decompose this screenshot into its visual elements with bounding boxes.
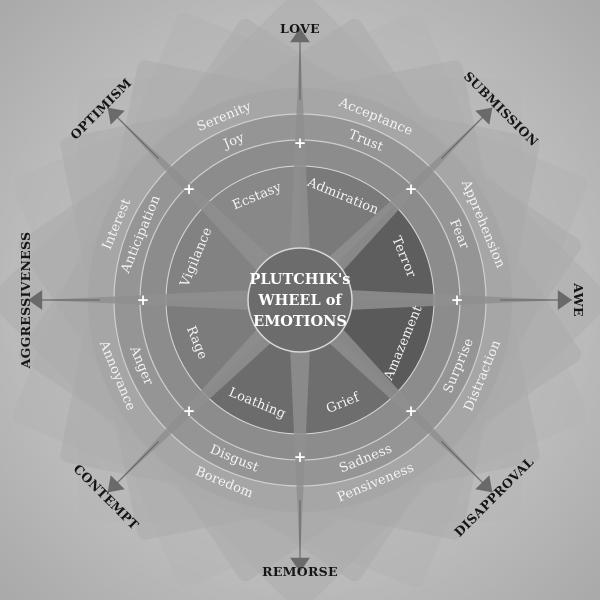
dyad-arrow-head [290, 28, 310, 43]
dyad-arrow [290, 346, 310, 562]
dyad-arrow [346, 290, 562, 310]
center-title-line2: WHEEL of [257, 292, 343, 309]
plus-icon: + [405, 402, 418, 420]
dyad-label-aggressiveness: AGGRESSIVENESS [18, 232, 33, 370]
plus-icon: + [183, 180, 196, 198]
dyad-arrow-head [475, 475, 493, 493]
dyad-arrow-head [557, 290, 572, 310]
dyad-label-awe: AWE [571, 282, 586, 317]
dyad-arrow-head [107, 107, 125, 125]
center-disc [247, 247, 353, 353]
plus-icon: + [294, 448, 307, 466]
dyad-arrow [290, 38, 310, 254]
dyad-arrow [38, 290, 254, 310]
dyad-arrow-head [107, 475, 125, 493]
dyad-arrow-head [290, 557, 310, 572]
plus-icon: + [137, 291, 150, 309]
plus-icon: + [294, 134, 307, 152]
dyad-arrow-head [28, 290, 43, 310]
dyad-label-remorse: REMORSE [262, 564, 338, 579]
dyad-arrow-head [475, 107, 493, 125]
dyad-arrows [28, 28, 572, 572]
plus-icon: + [451, 291, 464, 309]
center-title-line1: PLUTCHIK's [250, 271, 351, 288]
center-title-line3: EMOTIONS [253, 313, 347, 330]
plus-icon: + [183, 402, 196, 420]
plus-icon: + [405, 180, 418, 198]
dyad-label-love: LOVE [280, 21, 320, 36]
